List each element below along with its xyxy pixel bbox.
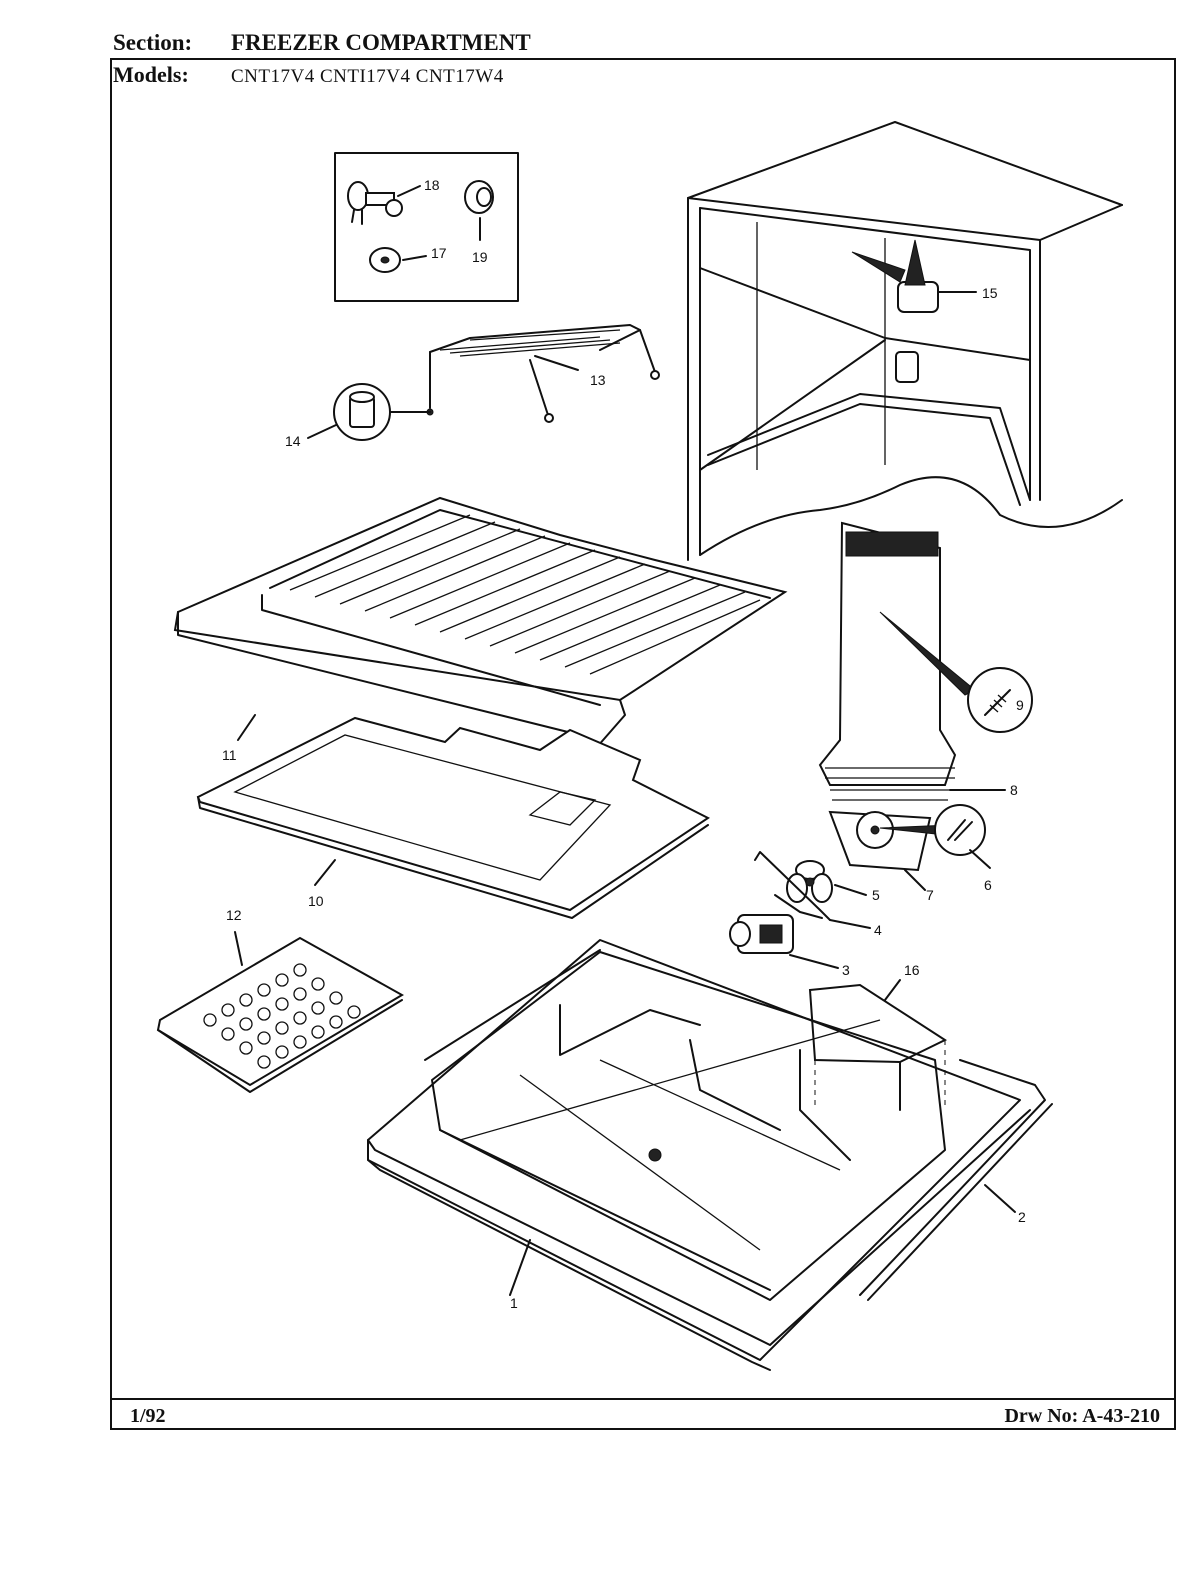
fan-blade-part-5 (786, 860, 867, 903)
callout-18: 18 (424, 177, 440, 193)
part-18-icon (347, 181, 403, 225)
callout-19: 19 (472, 249, 488, 265)
callout-12: 12 (226, 907, 242, 923)
callout-14: 14 (285, 433, 301, 449)
callout-8: 8 (1010, 782, 1018, 798)
models-heading: Models: CNT17V4 CNTI17V4 CNT17W4 (113, 62, 504, 88)
callout-1: 1 (510, 1295, 518, 1311)
models-list: CNT17V4 CNTI17V4 CNT17W4 (231, 66, 504, 87)
callout-4: 4 (874, 922, 882, 938)
callout-numbers: 18 17 19 13 14 15 9 11 8 10 5 7 6 12 4 3… (222, 177, 1026, 1311)
drawing-frame (110, 58, 1176, 1430)
callout-7: 7 (926, 887, 934, 903)
small-parts-inset (334, 152, 519, 302)
air-duct-part-8 (818, 521, 1006, 801)
section-label: Section: (113, 30, 193, 55)
callout-11: 11 (222, 747, 237, 763)
ice-tray-part-12 (156, 931, 405, 1093)
part-9-icon (967, 667, 1033, 733)
fan-plate-part-7 (828, 810, 951, 891)
callout-9: 9 (1016, 697, 1024, 713)
freezer-liner-part-1 (367, 939, 1031, 1371)
part-16-block (808, 979, 948, 1111)
callout-5: 5 (872, 887, 880, 903)
wire-shelf-part-13 (426, 324, 660, 423)
motor-bracket-part-4 (754, 851, 871, 929)
part-14-icon (307, 383, 431, 441)
callout-16: 16 (904, 962, 920, 978)
callout-3: 3 (842, 962, 850, 978)
callout-15: 15 (982, 285, 998, 301)
revision-date: 1/92 (130, 1405, 166, 1427)
drawing-number: Drw No: A-43-210 (1004, 1405, 1160, 1427)
fan-motor-part-3 (729, 914, 839, 969)
part-15-icon (851, 239, 939, 313)
callout-10: 10 (308, 893, 324, 909)
footer-divider (110, 1398, 1176, 1400)
callout-17: 17 (431, 245, 447, 261)
rail-part-2 (424, 949, 1053, 1301)
section-title: FREEZER COMPARTMENT (231, 30, 531, 55)
models-label: Models: (113, 62, 189, 87)
callout-6: 6 (984, 877, 992, 893)
freezer-cabinet (687, 121, 1123, 561)
part-6-icon (934, 804, 991, 869)
part-17-icon (369, 247, 401, 273)
part-19-icon (464, 180, 494, 214)
cover-plate-part-10 (196, 716, 710, 919)
callout-13: 13 (590, 372, 606, 388)
callout-2: 2 (1018, 1209, 1026, 1225)
section-heading: Section: FREEZER COMPARTMENT (113, 30, 531, 56)
freezer-shelf-part-11 (173, 496, 788, 756)
